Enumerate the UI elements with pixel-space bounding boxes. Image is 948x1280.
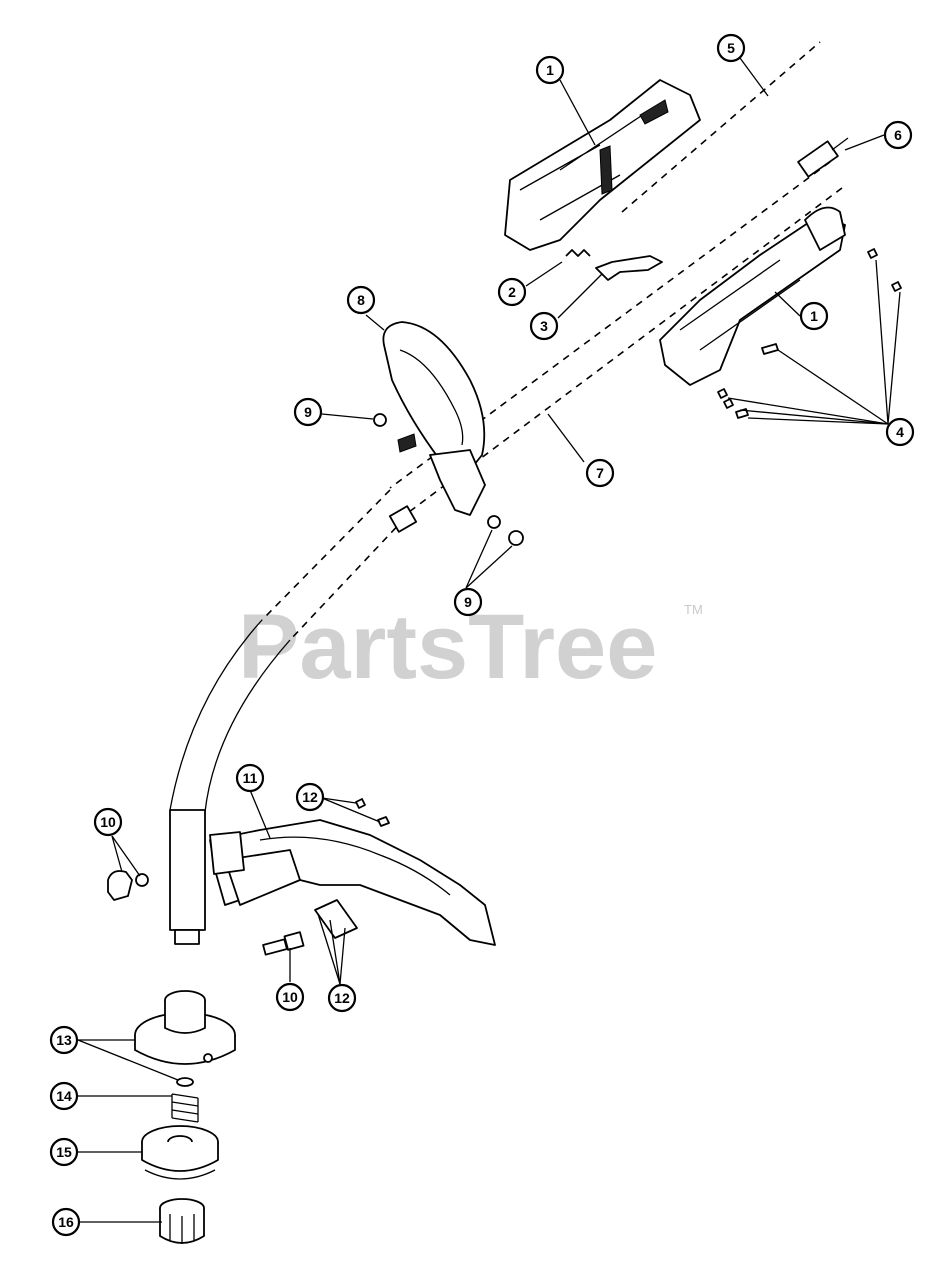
svg-text:1: 1 xyxy=(546,62,554,78)
svg-text:6: 6 xyxy=(894,127,902,143)
leader-lines xyxy=(77,57,901,1223)
handle-housing-right xyxy=(659,206,846,386)
guard xyxy=(209,819,496,946)
callout-11: 11 xyxy=(235,763,265,793)
svg-text:12: 12 xyxy=(302,789,318,805)
callout-14: 14 xyxy=(49,1081,79,1111)
spring xyxy=(565,249,591,257)
callout-13: 13 xyxy=(49,1025,79,1055)
screws-part-12 xyxy=(314,798,390,939)
watermark-trademark: TM xyxy=(684,602,703,617)
callout-16: 16 xyxy=(51,1207,81,1237)
svg-text:16: 16 xyxy=(58,1214,74,1230)
callout-1-lower: 1 xyxy=(799,301,829,331)
fasteners-part-10 xyxy=(107,870,305,956)
spool-spring xyxy=(171,1093,199,1123)
svg-text:14: 14 xyxy=(56,1088,72,1104)
callout-10-left: 10 xyxy=(93,807,123,837)
svg-text:1: 1 xyxy=(810,308,818,324)
watermark-text: PartsTree xyxy=(238,596,657,698)
callout-7: 7 xyxy=(585,458,615,488)
svg-text:5: 5 xyxy=(727,40,735,56)
callout-10-lower: 10 xyxy=(275,982,305,1012)
callout-9-lower: 9 xyxy=(453,587,483,617)
shaft-tube xyxy=(169,161,843,945)
svg-text:15: 15 xyxy=(56,1144,72,1160)
callout-5: 5 xyxy=(716,33,746,63)
svg-text:10: 10 xyxy=(282,989,298,1005)
trigger xyxy=(595,255,663,281)
svg-text:2: 2 xyxy=(508,284,516,300)
callout-4: 4 xyxy=(885,417,915,447)
svg-text:3: 3 xyxy=(540,318,548,334)
callout-2: 2 xyxy=(497,277,527,307)
callout-8: 8 xyxy=(346,285,376,315)
callout-6: 6 xyxy=(883,120,913,150)
svg-text:4: 4 xyxy=(896,424,904,440)
svg-text:13: 13 xyxy=(56,1032,72,1048)
svg-text:11: 11 xyxy=(243,770,258,786)
svg-text:9: 9 xyxy=(304,404,312,420)
assist-handle xyxy=(382,321,486,516)
callout-12-lower: 12 xyxy=(327,983,357,1013)
spool xyxy=(141,1125,219,1180)
bump-knob xyxy=(159,1198,205,1244)
callout-15: 15 xyxy=(49,1137,79,1167)
callout-3: 3 xyxy=(529,311,559,341)
svg-text:12: 12 xyxy=(334,990,350,1006)
callout-9-upper: 9 xyxy=(293,397,323,427)
drive-shaft xyxy=(621,41,821,213)
hardware-part-9 xyxy=(373,413,524,546)
spool-housing xyxy=(134,990,236,1087)
rod-part-6 xyxy=(797,137,849,178)
svg-text:8: 8 xyxy=(357,292,365,308)
svg-text:9: 9 xyxy=(464,594,472,610)
svg-text:7: 7 xyxy=(596,465,604,481)
handle-housing-left xyxy=(504,79,701,251)
callout-1-top: 1 xyxy=(535,55,565,85)
callout-12-upper: 12 xyxy=(295,782,325,812)
svg-text:10: 10 xyxy=(100,814,116,830)
